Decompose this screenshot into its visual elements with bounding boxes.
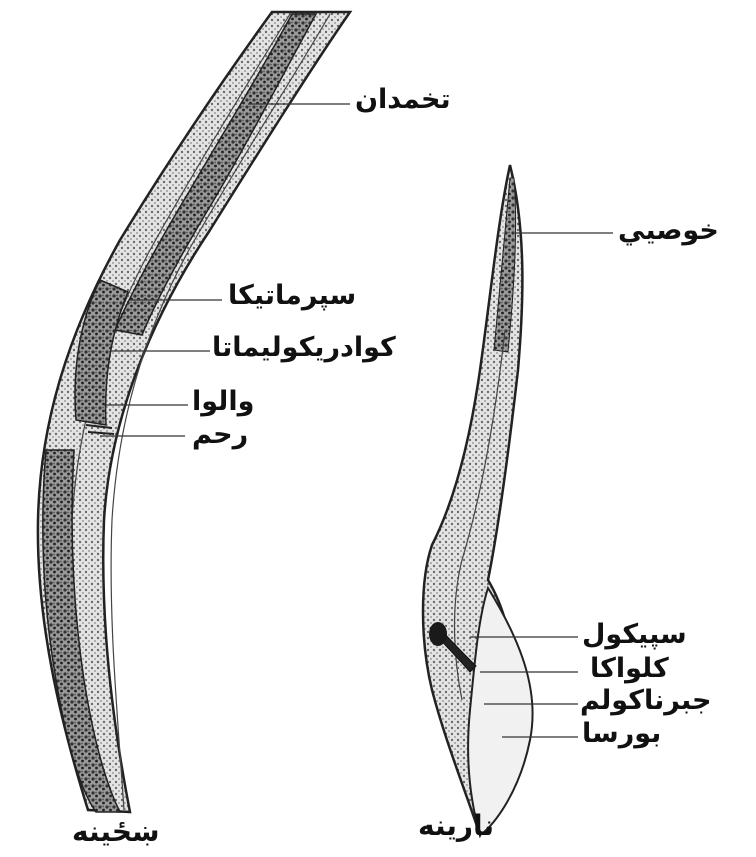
label-gubernaculum: جبرناکولم	[580, 687, 712, 714]
caption-male: نارینه	[418, 812, 494, 840]
male-spicule-head	[429, 622, 447, 646]
label-spicule: سپیکول	[582, 621, 687, 648]
label-spermatheca: سپرماتیکا	[228, 282, 356, 309]
male-worm	[423, 165, 533, 835]
label-uterus: رحم	[192, 421, 248, 448]
label-caudicolimata: کوادریکولیماتا	[212, 334, 396, 361]
label-cloaca: کلواکا	[590, 655, 669, 682]
label-testes: خوصیي	[618, 217, 719, 244]
label-ovary: تخمدان	[355, 86, 451, 113]
caption-female: ښځینه	[72, 818, 160, 846]
label-vulva: والوا	[192, 388, 254, 415]
label-bursa: بورسا	[582, 720, 661, 747]
